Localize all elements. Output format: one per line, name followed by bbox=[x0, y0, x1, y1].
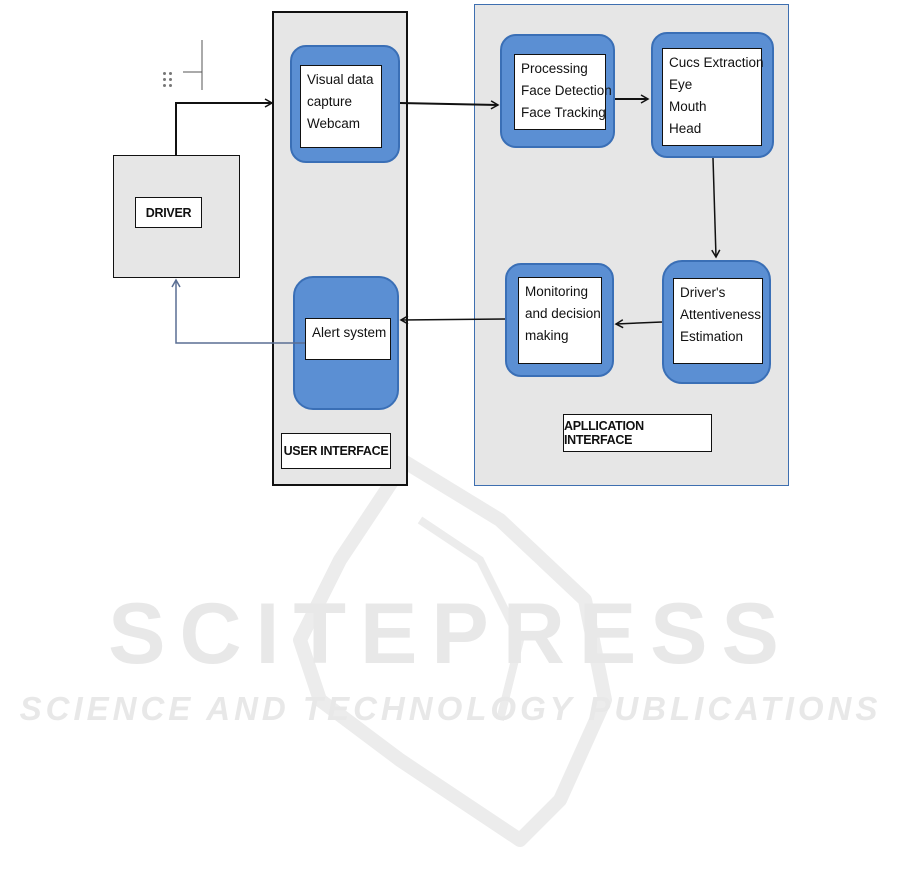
corner-mark bbox=[183, 40, 202, 90]
arrow-alert-to-driver bbox=[176, 280, 305, 343]
arrow-attentiveness-to-monitoring bbox=[616, 322, 662, 324]
arrow-driver-to-capture bbox=[176, 103, 272, 155]
arrow-monitoring-to-alert bbox=[401, 319, 505, 320]
arrow-capture-to-processing bbox=[400, 103, 498, 105]
arrow-cues-to-attentiveness bbox=[713, 158, 716, 257]
